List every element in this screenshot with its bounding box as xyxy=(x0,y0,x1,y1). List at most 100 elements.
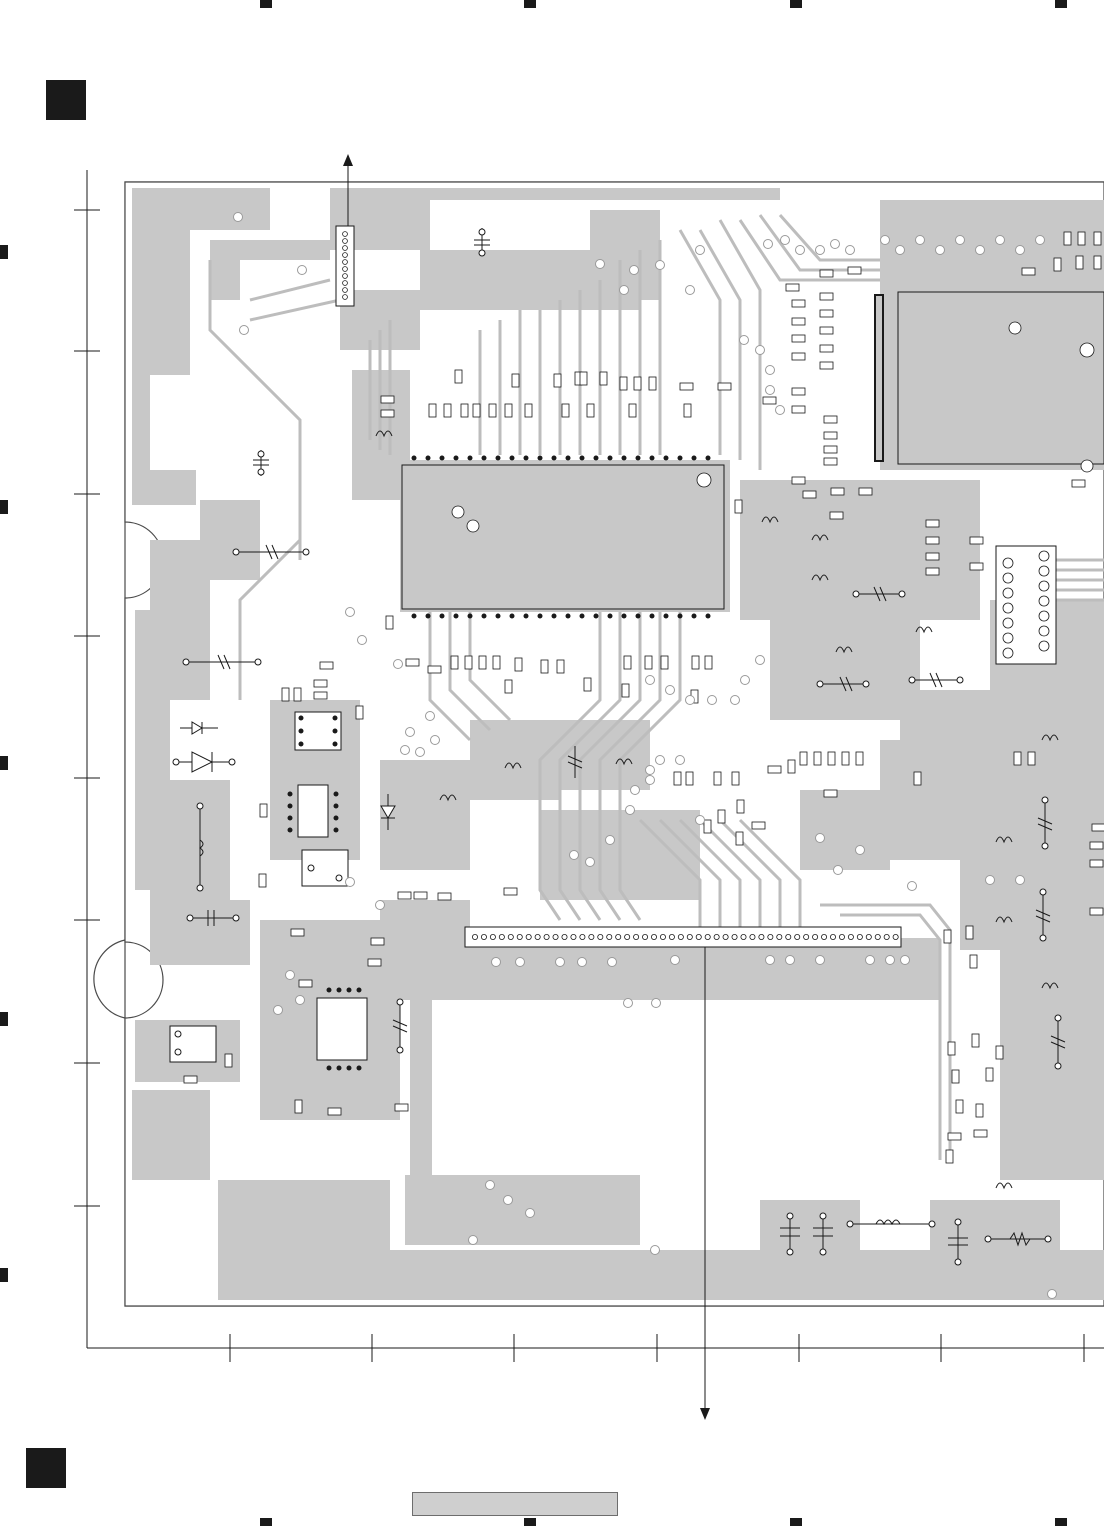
via xyxy=(831,240,840,249)
smd-resistor xyxy=(1076,256,1083,269)
smd-resistor xyxy=(684,404,691,417)
smd-resistor xyxy=(505,404,512,417)
via xyxy=(578,958,587,967)
via xyxy=(766,366,775,375)
via xyxy=(626,806,635,815)
soic-ic-lower xyxy=(317,988,367,1071)
edge-connector-pin xyxy=(678,934,683,939)
edge-connector-pin xyxy=(607,934,612,939)
smd-resistor xyxy=(705,656,712,669)
transistor-block-left xyxy=(302,850,348,886)
edge-connector-pin xyxy=(813,934,818,939)
smd-resistor xyxy=(704,820,711,833)
smd-resistor xyxy=(259,874,266,887)
edge-connector-pin xyxy=(848,934,853,939)
via xyxy=(416,748,425,757)
smd-resistor xyxy=(824,416,837,423)
smd-resistor xyxy=(661,656,668,669)
smd-resistor xyxy=(824,790,837,797)
via xyxy=(376,901,385,910)
via xyxy=(1016,246,1025,255)
smd-resistor xyxy=(824,432,837,439)
edge-connector-pin xyxy=(634,934,639,939)
via xyxy=(936,246,945,255)
via xyxy=(846,246,855,255)
via xyxy=(652,999,661,1008)
smd-resistor xyxy=(948,1042,955,1055)
smd-resistor xyxy=(996,1046,1003,1059)
via xyxy=(406,728,415,737)
smd-resistor xyxy=(792,300,805,307)
smd-resistor xyxy=(368,959,381,966)
smd-resistor xyxy=(395,1104,408,1111)
smd-resistor xyxy=(735,500,742,513)
smd-resistor xyxy=(493,656,500,669)
edge-connector-pin xyxy=(839,934,844,939)
via xyxy=(856,846,865,855)
smd-resistor xyxy=(830,512,843,519)
smd-resistor xyxy=(381,410,394,417)
via xyxy=(656,261,665,270)
qfp-ic-main xyxy=(402,465,724,609)
smd-resistor xyxy=(1092,824,1104,831)
smd-resistor xyxy=(629,404,636,417)
smd-resistor xyxy=(718,383,731,390)
smd-resistor xyxy=(763,397,776,404)
smd-resistor xyxy=(184,1076,197,1083)
edge-connector-pin xyxy=(553,934,558,939)
via xyxy=(631,786,640,795)
smd-resistor xyxy=(557,660,564,673)
smd-resistor xyxy=(792,406,805,413)
edge-connector-pin xyxy=(714,934,719,939)
via xyxy=(956,236,965,245)
via xyxy=(908,882,917,891)
smd-resistor xyxy=(587,404,594,417)
via xyxy=(766,386,775,395)
smd-resistor xyxy=(225,1054,232,1067)
via xyxy=(656,756,665,765)
smd-resistor xyxy=(974,1130,987,1137)
via xyxy=(764,240,773,249)
smd-resistor xyxy=(914,772,921,785)
via xyxy=(666,686,675,695)
smd-resistor xyxy=(455,370,462,383)
dip-socket-left xyxy=(295,712,341,750)
smd-resistor xyxy=(737,800,744,813)
smd-resistor xyxy=(314,680,327,687)
smd-resistor xyxy=(792,388,805,395)
edge-connector-pin xyxy=(535,934,540,939)
edge-connector-pin xyxy=(660,934,665,939)
via xyxy=(526,1209,535,1218)
smd-resistor xyxy=(1090,908,1103,915)
smd-resistor xyxy=(1094,256,1101,269)
smd-resistor xyxy=(792,477,805,484)
smd-resistor xyxy=(926,553,939,560)
via xyxy=(426,712,435,721)
smd-resistor xyxy=(414,892,427,899)
edge-connector-pin xyxy=(768,934,773,939)
smd-resistor xyxy=(948,1133,961,1140)
smd-resistor xyxy=(1022,268,1035,275)
via xyxy=(401,746,410,755)
smd-resistor xyxy=(489,404,496,417)
smd-resistor xyxy=(956,1100,963,1113)
smd-resistor xyxy=(986,1068,993,1081)
smd-resistor xyxy=(768,766,781,773)
smd-resistor xyxy=(356,706,363,719)
smd-resistor xyxy=(386,616,393,629)
edge-connector-pin xyxy=(544,934,549,939)
smd-resistor xyxy=(786,284,799,291)
via xyxy=(671,956,680,965)
smd-resistor xyxy=(584,678,591,691)
smd-resistor xyxy=(473,404,480,417)
edge-connector-pin xyxy=(830,934,835,939)
edge-connector-pin xyxy=(580,934,585,939)
smd-resistor xyxy=(732,772,739,785)
via xyxy=(586,858,595,867)
smd-resistor xyxy=(1064,232,1071,245)
via xyxy=(741,676,750,685)
smd-resistor xyxy=(926,568,939,575)
via xyxy=(298,266,307,275)
smd-resistor xyxy=(970,537,983,544)
